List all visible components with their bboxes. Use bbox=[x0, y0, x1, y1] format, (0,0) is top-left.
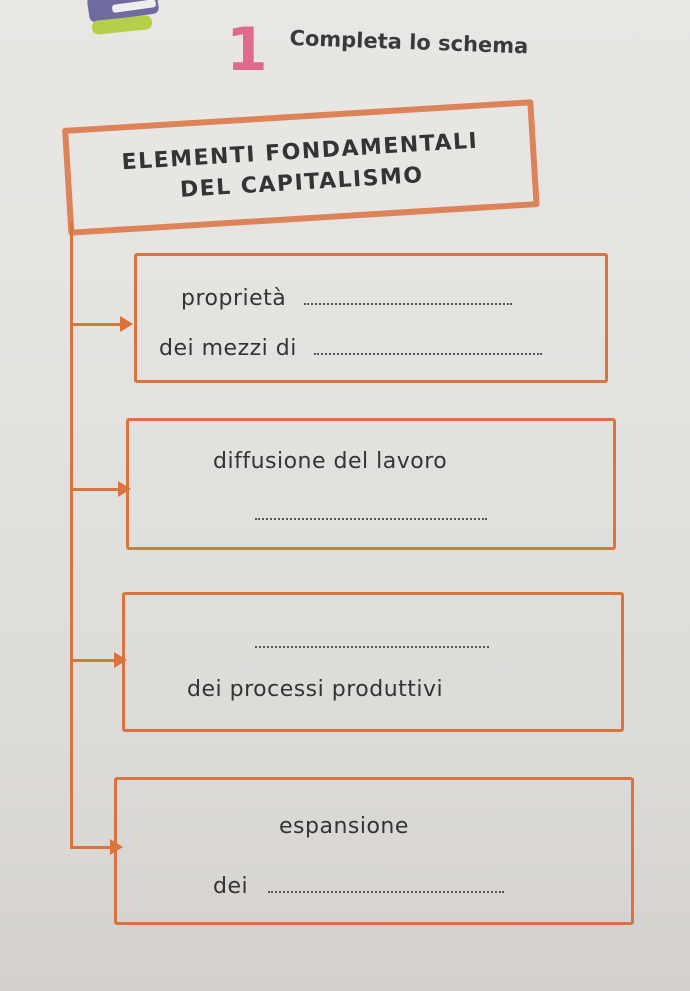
answer-blank-1a[interactable] bbox=[303, 289, 512, 305]
box-1-text-1: proprietà bbox=[181, 286, 287, 311]
box-4-text-2: dei bbox=[213, 874, 249, 899]
answer-blank-2[interactable] bbox=[255, 504, 487, 520]
box-2-text-1: diffusione del lavoro bbox=[213, 449, 448, 474]
fill-in-box-4: espansione dei bbox=[114, 777, 634, 925]
main-concept-box: ELEMENTI FONDAMENTALI DEL CAPITALISMO bbox=[62, 99, 540, 236]
fill-in-box-1: proprietà dei mezzi di bbox=[134, 253, 608, 383]
arrow-1 bbox=[120, 316, 133, 332]
box-1-text-2: dei mezzi di bbox=[159, 336, 297, 361]
exercise-instruction: Completa lo schema bbox=[289, 26, 529, 59]
box-3-text-2: dei processi produttivi bbox=[187, 677, 444, 702]
fill-in-box-2: diffusione del lavoro bbox=[126, 418, 616, 550]
fill-in-box-3: dei processi produttivi bbox=[122, 592, 624, 732]
box-4-text-1: espansione bbox=[279, 814, 409, 839]
connector-branch-3 bbox=[70, 659, 116, 662]
connector-branch-2 bbox=[70, 488, 120, 491]
answer-blank-4[interactable] bbox=[267, 877, 504, 893]
answer-blank-1b[interactable] bbox=[314, 339, 543, 355]
exercise-number: 1 bbox=[226, 15, 268, 85]
connector-branch-1 bbox=[70, 323, 122, 326]
connector-branch-4 bbox=[70, 846, 112, 849]
connector-spine bbox=[70, 222, 73, 847]
answer-blank-3[interactable] bbox=[255, 632, 489, 648]
